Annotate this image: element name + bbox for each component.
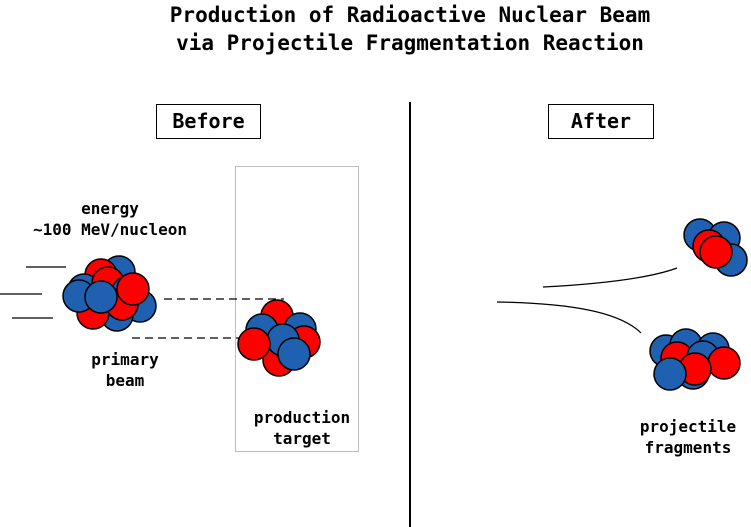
- proton: [699, 235, 733, 269]
- production-target-label-line2: target: [273, 429, 331, 448]
- production-target-label: production target: [240, 407, 364, 449]
- beam-motion-lines: [0, 266, 66, 319]
- after-panel-label: After: [548, 104, 654, 139]
- fragment-path-lower: [496, 301, 642, 334]
- energy-label-line2: ~100 MeV/nucleon: [32, 220, 188, 239]
- projectile-fragments-label-line1: projectile: [639, 417, 737, 436]
- production-target-label-line1: production: [253, 408, 351, 427]
- primary-beam-nucleus: [62, 255, 157, 332]
- projectile-fragments-label: projectile fragments: [613, 416, 751, 458]
- neutron: [84, 280, 118, 314]
- fragment-nucleus-lower: [649, 328, 741, 391]
- trajectory-dashed-lines: [132, 298, 284, 339]
- proton: [237, 327, 271, 361]
- primary-beam-label-line1: primary: [91, 350, 159, 369]
- proton: [707, 346, 741, 380]
- neutron: [277, 337, 311, 371]
- title-line-2: via Projectile Fragmentation Reaction: [176, 31, 644, 55]
- energy-label: energy ~100 MeV/nucleon: [22, 198, 198, 240]
- projectile-fragments-label-line2: fragments: [644, 438, 732, 457]
- fragment-trajectories: [496, 267, 678, 334]
- fragment-nucleus-upper: [683, 218, 748, 277]
- proton: [116, 272, 150, 306]
- fragment-path-upper: [542, 267, 678, 288]
- primary-beam-label: primary beam: [60, 349, 190, 391]
- title-line-1: Production of Radioactive Nuclear Beam: [169, 3, 651, 27]
- panel-divider: [409, 102, 411, 527]
- energy-label-line1: energy: [81, 199, 139, 218]
- neutron: [653, 357, 687, 391]
- primary-beam-label-line2: beam: [105, 371, 145, 390]
- target-nucleus: [237, 299, 321, 377]
- production-target-box: [235, 166, 359, 452]
- before-panel-label: Before: [156, 104, 261, 139]
